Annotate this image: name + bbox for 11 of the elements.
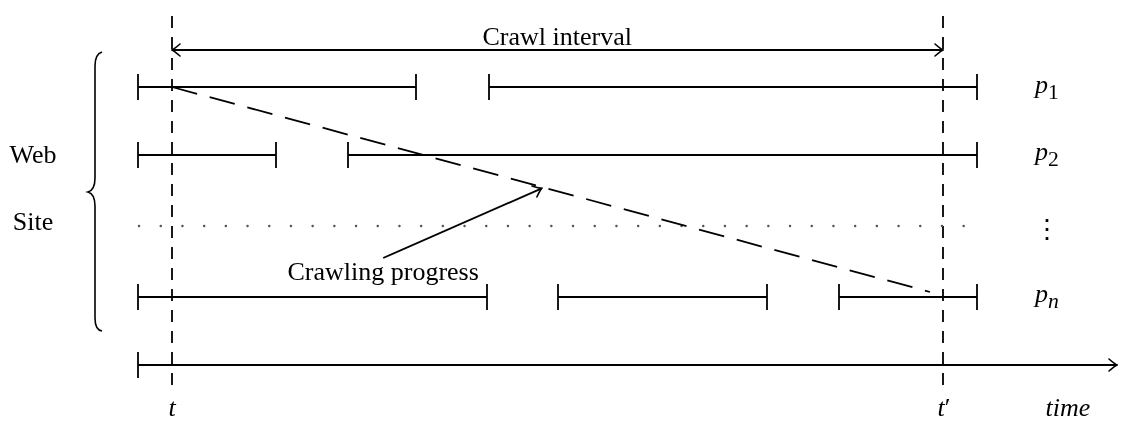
annotation-text: Crawling progress xyxy=(287,259,479,285)
brace-label: Web Site xyxy=(8,139,58,238)
time-marker-label: t′ xyxy=(937,395,951,421)
row-label: p$_{2}$ xyxy=(1035,139,1059,171)
interval-label: Crawl interval xyxy=(482,24,632,50)
time-marker-label: t xyxy=(168,395,176,421)
axis-label: time xyxy=(1045,395,1091,421)
progress-line xyxy=(171,86,931,293)
row-label: p$_{n}$ xyxy=(1035,281,1059,313)
vertical-ellipsis: ⋮ xyxy=(1034,217,1060,243)
row-label: p$_{1}$ xyxy=(1035,72,1059,104)
